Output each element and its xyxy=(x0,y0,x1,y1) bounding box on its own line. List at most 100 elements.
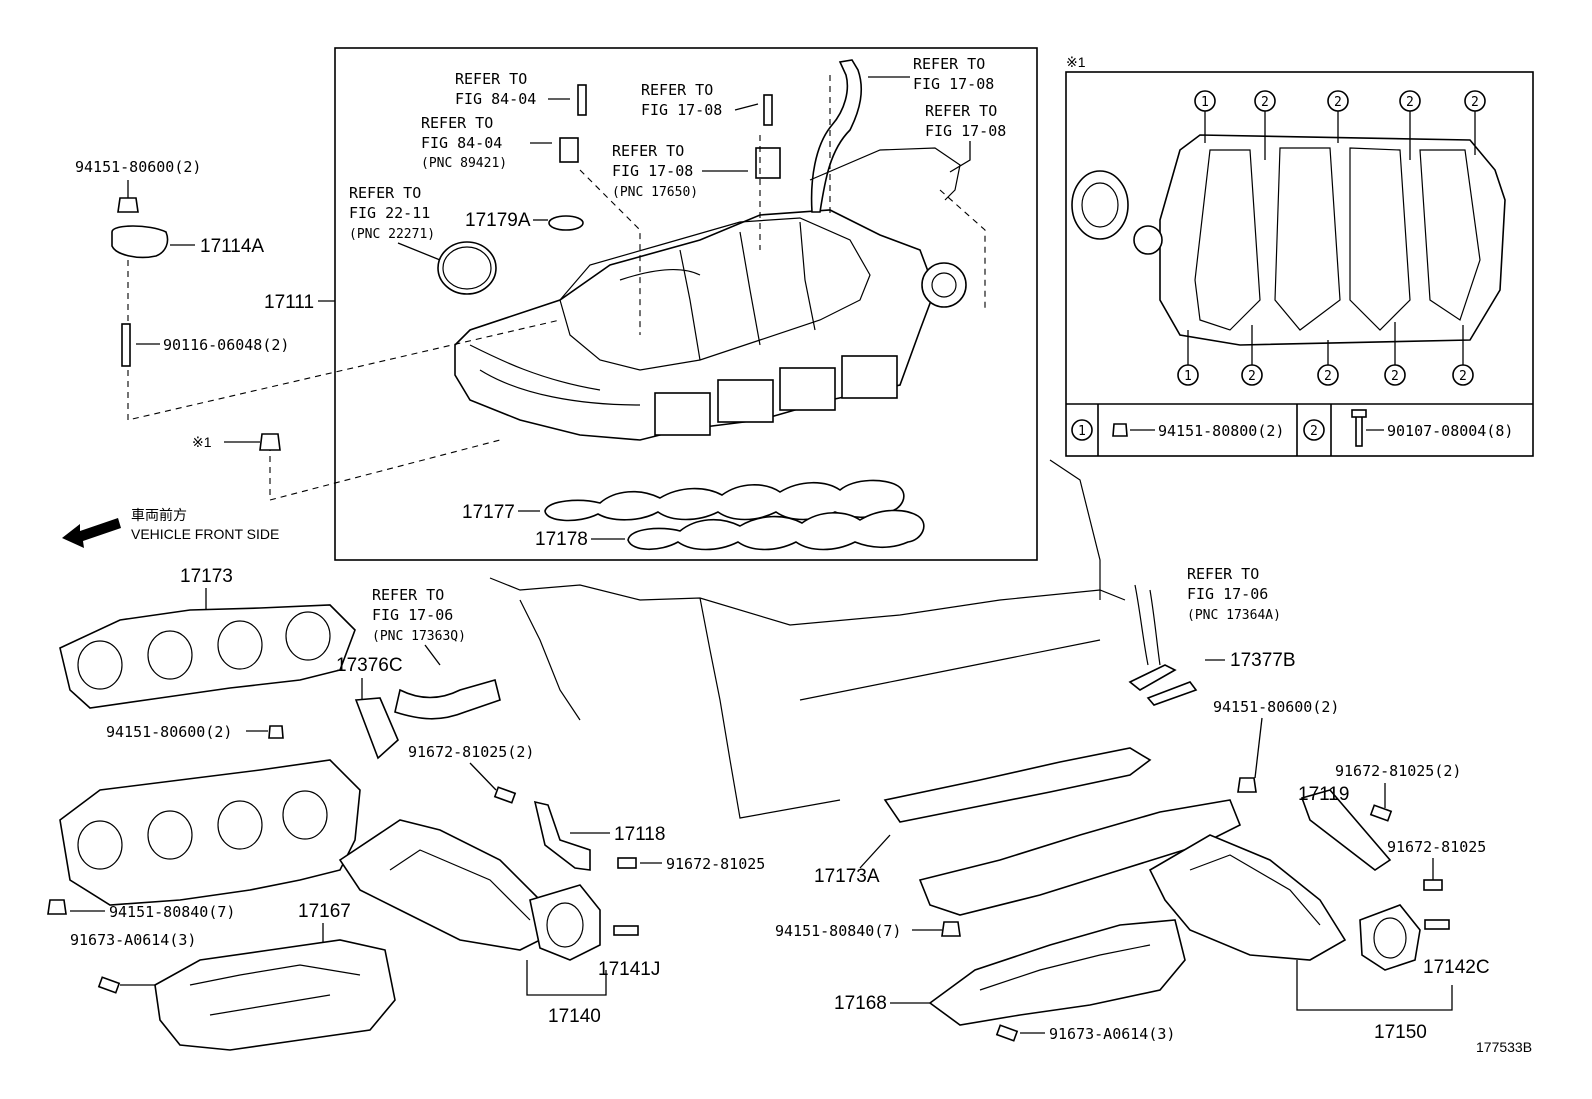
part-17173-label[interactable]: 17173 xyxy=(180,566,233,587)
part-91672-81025-2-left-label[interactable]: 91672-81025(2) xyxy=(408,743,534,761)
part-91672-81025-left-label[interactable]: 91672-81025 xyxy=(666,855,765,873)
inset-legend-nut[interactable]: 1 94151-80800(2) xyxy=(1071,419,1284,441)
svg-text:90107-08004(8): 90107-08004(8) xyxy=(1387,422,1513,440)
part-17167-label[interactable]: 17167 xyxy=(298,901,351,922)
intake-manifold-drawing xyxy=(437,59,967,441)
note-mark-1: ※1 xyxy=(192,434,212,450)
svg-text:FIG 17-06: FIG 17-06 xyxy=(1187,585,1268,603)
stud-90116-06048 xyxy=(121,323,131,367)
part-17141J-label[interactable]: 17141J xyxy=(598,959,660,980)
part-94151-80600-left-label[interactable]: 94151-80600(2) xyxy=(106,723,232,741)
part-17377B-label[interactable]: 17377B xyxy=(1230,650,1296,671)
svg-text:REFER TO: REFER TO xyxy=(913,55,985,73)
vehicle-front-indicator: 車両前方 VEHICLE FRONT SIDE xyxy=(62,507,279,548)
catalytic-converter-left xyxy=(338,819,562,951)
svg-text:FIG 17-08: FIG 17-08 xyxy=(612,162,693,180)
reference-fig-84-04-bolt[interactable]: REFER TO FIG 84-04 xyxy=(455,70,536,108)
reference-fig-17-08-hose-right[interactable]: REFER TO FIG 17-08 xyxy=(925,102,1006,140)
part-94151-80840-left-label[interactable]: 94151-80840(7) xyxy=(109,903,235,921)
svg-text:REFER TO: REFER TO xyxy=(641,81,713,99)
heat-insulator-17168 xyxy=(928,919,1186,1026)
stud-17142C xyxy=(1424,919,1450,930)
part-17178-label[interactable]: 17178 xyxy=(535,529,588,550)
svg-text:2: 2 xyxy=(1471,95,1479,110)
part-91672-81025-2-right-label[interactable]: 91672-81025(2) xyxy=(1335,762,1461,780)
part-17173A-label[interactable]: 17173A xyxy=(814,866,880,887)
bracket-17118 xyxy=(533,800,591,871)
exhaust-manifold-left xyxy=(59,759,601,961)
bracket-17119 xyxy=(1300,789,1392,871)
part-94151-80600-upper-left-label[interactable]: 94151-80600(2) xyxy=(75,158,201,176)
svg-text:2: 2 xyxy=(1310,424,1318,439)
gasket-17377B xyxy=(1128,664,1177,691)
svg-text:REFER TO: REFER TO xyxy=(612,142,684,160)
svg-text:REFER TO: REFER TO xyxy=(372,586,444,604)
svg-text:FIG 84-04: FIG 84-04 xyxy=(455,90,536,108)
exhaust-manifold-right xyxy=(918,799,1421,971)
reference-fig-22-11[interactable]: REFER TO FIG 22-11 (PNC 22271) xyxy=(349,184,435,242)
heat-insulator-17167 xyxy=(154,939,396,1051)
part-94151-80840-right-label[interactable]: 94151-80840(7) xyxy=(775,922,901,940)
svg-text:FIG 17-08: FIG 17-08 xyxy=(913,75,994,93)
reference-fig-84-04-sensor[interactable]: REFER TO FIG 84-04 (PNC 89421) xyxy=(421,114,507,171)
part-17114A-label[interactable]: 17114A xyxy=(200,236,264,257)
svg-text:1: 1 xyxy=(1201,95,1209,110)
egr-pipe-left xyxy=(394,679,501,720)
svg-text:2: 2 xyxy=(1324,369,1332,384)
stud-17141J xyxy=(613,925,639,936)
part-17111-label[interactable]: 17111 xyxy=(264,292,314,313)
svg-text:FIG 17-08: FIG 17-08 xyxy=(925,122,1006,140)
inset-manifold-drawing xyxy=(1071,134,1506,346)
nut-94151-80600 xyxy=(117,197,139,213)
svg-text:2: 2 xyxy=(1406,95,1414,110)
svg-text:2: 2 xyxy=(1248,369,1256,384)
svg-text:1: 1 xyxy=(1184,369,1192,384)
inset-bolt-layout-frame xyxy=(1065,71,1534,457)
part-17376C-label[interactable]: 17376C xyxy=(336,655,403,676)
part-17177-label[interactable]: 17177 xyxy=(462,502,515,523)
svg-text:2: 2 xyxy=(1261,95,1269,110)
part-17119-label[interactable]: 17119 xyxy=(1298,784,1349,805)
svg-text:FIG 17-06: FIG 17-06 xyxy=(372,606,453,624)
part-17140-label[interactable]: 17140 xyxy=(548,1006,601,1027)
inset-bolt-callouts-bottom: 1 2 2 2 2 xyxy=(1177,322,1474,386)
part-17118-label[interactable]: 17118 xyxy=(614,824,665,845)
svg-text:2: 2 xyxy=(1391,369,1399,384)
svg-text:1: 1 xyxy=(1078,424,1086,439)
inset-note-mark: ※1 xyxy=(1066,54,1086,70)
svg-text:REFER TO: REFER TO xyxy=(421,114,493,132)
intake-gasket-17178 xyxy=(627,509,925,551)
reference-fig-17-08-valve[interactable]: REFER TO FIG 17-08 (PNC 17650) xyxy=(612,142,698,200)
throttle-gasket-ring xyxy=(437,241,497,295)
svg-text:FIG 17-08: FIG 17-08 xyxy=(641,101,722,119)
svg-text:(PNC 17650): (PNC 17650) xyxy=(612,185,698,200)
intake-gasket-17177 xyxy=(544,479,905,522)
svg-text:REFER TO: REFER TO xyxy=(925,102,997,120)
svg-text:2: 2 xyxy=(1334,95,1342,110)
part-94151-80600-right-label[interactable]: 94151-80600(2) xyxy=(1213,698,1339,716)
part-17168-label[interactable]: 17168 xyxy=(834,993,887,1014)
part-91672-81025-right-label[interactable]: 91672-81025 xyxy=(1387,838,1486,856)
part-91673-a0614-left-label[interactable]: 91673-A0614(3) xyxy=(70,931,196,949)
svg-text:車両前方: 車両前方 xyxy=(131,507,187,523)
inset-legend-bolt[interactable]: 2 90107-08004(8) xyxy=(1303,409,1513,447)
part-17142C-label[interactable]: 17142C xyxy=(1423,957,1490,978)
nut-note-1 xyxy=(259,433,281,451)
reference-fig-17-08-bolt[interactable]: REFER TO FIG 17-08 xyxy=(641,81,722,119)
svg-text:2: 2 xyxy=(1459,369,1467,384)
exhaust-gasket-17173 xyxy=(59,604,356,709)
svg-text:REFER TO: REFER TO xyxy=(1187,565,1259,583)
reference-fig-17-06-right[interactable]: REFER TO FIG 17-06 (PNC 17364A) xyxy=(1187,565,1281,623)
part-17179A-label[interactable]: 17179A xyxy=(465,210,531,231)
svg-text:VEHICLE FRONT SIDE: VEHICLE FRONT SIDE xyxy=(131,526,279,542)
part-90116-06048-label[interactable]: 90116-06048(2) xyxy=(163,336,289,354)
part-91673-a0614-right-label[interactable]: 91673-A0614(3) xyxy=(1049,1025,1175,1043)
part-17150-label[interactable]: 17150 xyxy=(1374,1022,1427,1043)
arrow-left-icon xyxy=(62,518,121,548)
svg-text:REFER TO: REFER TO xyxy=(455,70,527,88)
reference-fig-17-06-left[interactable]: REFER TO FIG 17-06 (PNC 17363Q) xyxy=(372,586,466,644)
svg-text:(PNC 89421): (PNC 89421) xyxy=(421,156,507,171)
nut-icon xyxy=(1112,423,1128,437)
reference-fig-17-08-hose-top[interactable]: REFER TO FIG 17-08 xyxy=(913,55,994,93)
